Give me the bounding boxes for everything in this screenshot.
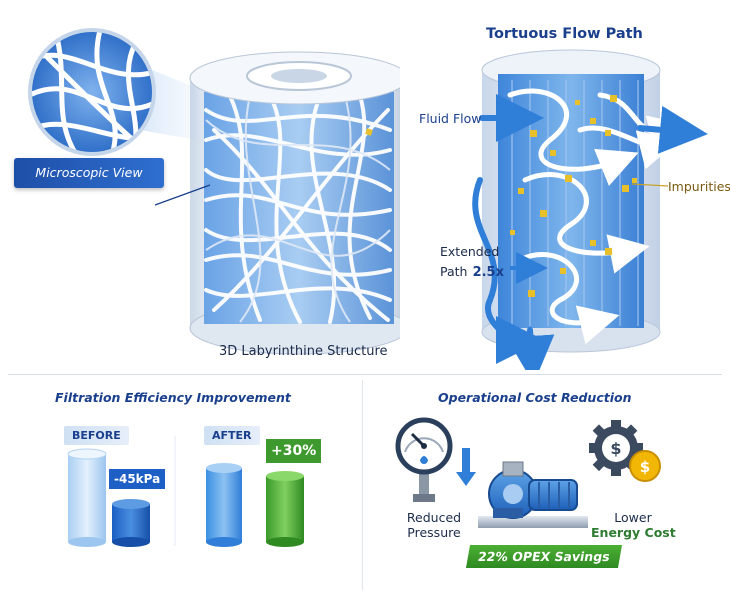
microscopic-view-text: Microscopic View (35, 165, 143, 180)
lower-line2: Energy Cost (591, 525, 676, 540)
efficiency-title: Filtration Efficiency Improvement (55, 390, 291, 405)
reduced-line2: Pressure (407, 525, 461, 540)
svg-text:$: $ (640, 458, 650, 476)
after-tag: AFTER (204, 426, 260, 445)
impurities-leader (631, 183, 669, 187)
before-tag: BEFORE (64, 426, 129, 445)
horizontal-divider (8, 374, 722, 375)
before-cylinder-light (68, 454, 106, 542)
reduced-pressure-label: Reduced Pressure (403, 510, 465, 540)
structure-caption: 3D Labyrinthine Structure (219, 344, 388, 359)
path-value: 2.5x (472, 265, 504, 280)
leader-line (154, 184, 211, 206)
gear-dollar-icon: $ $ (589, 420, 661, 482)
cost-illustrations: $ $ (395, 417, 661, 528)
cartridge-top-hole (271, 69, 327, 83)
microscopic-circle (28, 28, 156, 156)
bottom-right-panel: Operational Cost Reduction (363, 376, 730, 600)
lower-energy-label: Lower Energy Cost (591, 510, 676, 540)
filter-cartridge-illustration (28, 28, 400, 355)
impurity-particles (510, 95, 637, 297)
svg-text:$: $ (610, 439, 621, 458)
outflow-arrow (637, 105, 708, 154)
path-label: Path (440, 264, 468, 279)
microscopic-view-label: Microscopic View (14, 158, 164, 188)
lower-line1: Lower (614, 510, 652, 525)
efficiency-cylinders (67, 436, 304, 547)
fluid-flow-label: Fluid Flow (419, 111, 482, 126)
opex-savings-badge: 22% OPEX Savings (465, 545, 622, 568)
bottom-left-panel: Filtration Efficiency Improvement BEFORE… (0, 376, 362, 600)
down-arrow-icon (456, 448, 476, 486)
impurities-label: Impurities (668, 179, 730, 194)
flow-illustration (472, 49, 708, 370)
before-cylinder-dark (112, 504, 150, 542)
before-pressure-badge: -45kPa (108, 468, 167, 490)
pressure-gauge-icon (395, 417, 453, 502)
reduced-line1: Reduced (406, 510, 462, 525)
top-left-panel: Microscopic View 3D Labyrinthine Structu… (0, 0, 400, 370)
top-right-panel: Tortuous Flow Path (400, 0, 730, 370)
after-cylinder-blue (206, 468, 242, 542)
vertical-divider (362, 380, 363, 590)
extended-path-row: Path 2.5x (440, 261, 504, 280)
after-cylinder-green (266, 476, 304, 542)
flow-title: Tortuous Flow Path (486, 26, 643, 42)
extended-label: Extended (440, 244, 500, 259)
after-improvement-badge: +30% (265, 438, 323, 464)
cost-title: Operational Cost Reduction (438, 390, 632, 405)
pump-icon (478, 461, 588, 528)
